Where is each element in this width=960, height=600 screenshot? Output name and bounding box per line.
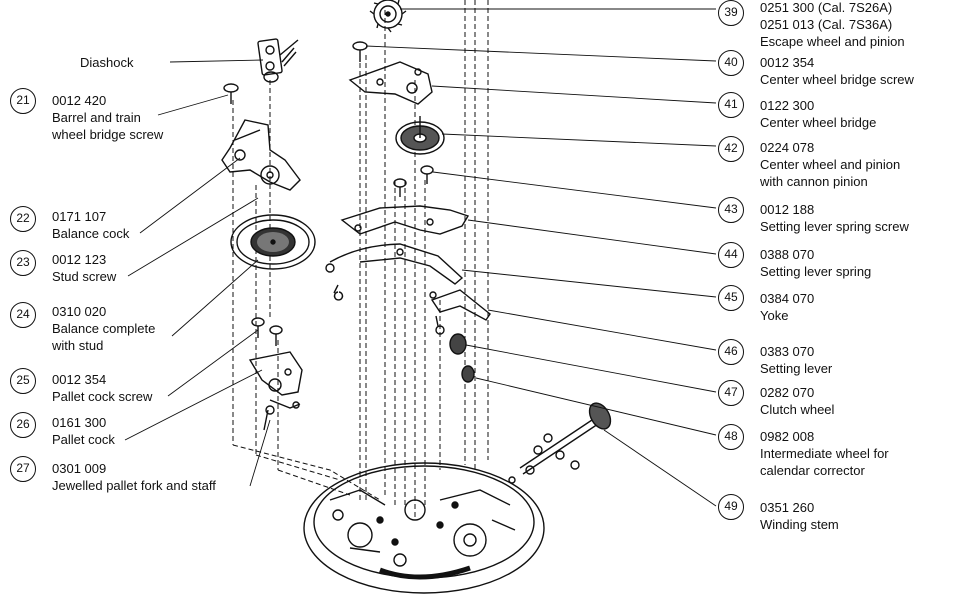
- part-text-line: Winding stem: [760, 517, 839, 532]
- part-number-badge: 22: [10, 206, 36, 232]
- part-text-line: 0282 070: [760, 385, 815, 400]
- part-text-line: 0012 188: [760, 202, 815, 217]
- part-text-line: Pallet cock screw: [52, 389, 153, 404]
- part-text-line: Setting lever: [760, 361, 833, 376]
- part-number-badge: 27: [10, 456, 36, 482]
- balance-cock-part: [221, 119, 301, 191]
- part-text-line: 0384 070: [760, 291, 815, 306]
- setting-lever-part: [429, 289, 491, 335]
- part-text-line: 0351 260: [760, 500, 815, 515]
- part-text-line: 0388 070: [760, 247, 815, 262]
- part-text-line: with stud: [52, 338, 104, 353]
- part-text-line: Center wheel bridge: [760, 115, 877, 130]
- escape-wheel: [369, 0, 407, 33]
- part-number-badge: 21: [10, 88, 36, 114]
- part-text-line: Center wheel and pinion: [760, 157, 901, 172]
- part-text-line: Center wheel bridge screw: [760, 72, 914, 87]
- part-text-line: 0012 354: [760, 55, 815, 70]
- part-text-line: Setting lever spring screw: [760, 219, 909, 234]
- screw-40: [352, 41, 368, 62]
- part-text-line: Pallet cock: [52, 432, 115, 447]
- part-text-line: 0012 123: [52, 252, 107, 267]
- part-text-line: Barrel and train: [52, 110, 141, 125]
- part-number-badge: 49: [718, 494, 744, 520]
- part-text-line: Clutch wheel: [760, 402, 835, 417]
- part-text-line: 0383 070: [760, 344, 815, 359]
- part-text-line: Stud screw: [52, 269, 117, 284]
- part-text-line: 0310 020: [52, 304, 107, 319]
- part-number-badge: 26: [10, 412, 36, 438]
- part-number-badge: 24: [10, 302, 36, 328]
- screw-43: [393, 165, 434, 197]
- part-text-line: Jewelled pallet fork and staff: [52, 478, 216, 493]
- center-wheel-part: [395, 116, 445, 155]
- center-wheel-bridge-part: [348, 61, 433, 105]
- clutch-wheel-part: [449, 333, 475, 383]
- part-number-badge: 41: [718, 92, 744, 118]
- part-text-line: with cannon pinion: [760, 174, 868, 189]
- part-number-badge: 42: [718, 136, 744, 162]
- diashock-parts: [257, 38, 299, 83]
- part-text-line: 0161 300: [52, 415, 107, 430]
- dashed-guide-lines: [232, 0, 489, 520]
- part-text-line: 0251 013 (Cal. 7S36A): [760, 17, 893, 32]
- part-text-line: 0171 107: [52, 209, 107, 224]
- part-text-line: wheel bridge screw: [52, 127, 164, 142]
- part-text-line: 0224 078: [760, 140, 815, 155]
- part-description: 0251 300 (Cal. 7S26A) 0251 013 (Cal. 7S36…: [760, 0, 905, 50]
- part-text-line: 0301 009: [52, 461, 107, 476]
- part-text-line: Escape wheel and pinion: [760, 34, 905, 49]
- part-number-badge: 39: [718, 0, 744, 26]
- part-text-line: Balance complete: [52, 321, 156, 336]
- part-number-badge: 44: [718, 242, 744, 268]
- part-text-line: Intermediate wheel for: [760, 446, 889, 461]
- part-text-line: 0122 300: [760, 98, 815, 113]
- part-text-line: 0982 008: [760, 429, 815, 444]
- setting-lever-spring-part: [340, 205, 470, 235]
- main-plate: [303, 462, 545, 594]
- part-number-badge: 46: [718, 339, 744, 365]
- pallet-cock-part: [248, 351, 303, 431]
- yoke-part: [325, 243, 464, 301]
- part-text-line: calendar corrector: [760, 463, 865, 478]
- part-number-badge: 40: [718, 50, 744, 76]
- part-text-line: Setting lever spring: [760, 264, 872, 279]
- winding-stem-part: [508, 402, 612, 484]
- pallet-cock-screws: [251, 317, 283, 346]
- part-number-badge: 23: [10, 250, 36, 276]
- part-number-badge: 25: [10, 368, 36, 394]
- part-text-line: 0251 300 (Cal. 7S26A): [760, 0, 893, 15]
- leader-lines-left: [124, 59, 271, 487]
- part-text-line: 0012 354: [52, 372, 107, 387]
- leader-lines-right: [365, 8, 717, 507]
- part-number-badge: 47: [718, 380, 744, 406]
- part-text-line: 0012 420: [52, 93, 107, 108]
- part-number-badge: 48: [718, 424, 744, 450]
- diashock-label: Diashock: [80, 55, 134, 70]
- part-text-line: Balance cock: [52, 226, 130, 241]
- part-number-badge: 43: [718, 197, 744, 223]
- screw-21: [223, 83, 239, 104]
- balance-wheel-part: [230, 214, 316, 270]
- part-number-badge: 45: [718, 285, 744, 311]
- part-text-line: Yoke: [760, 308, 789, 323]
